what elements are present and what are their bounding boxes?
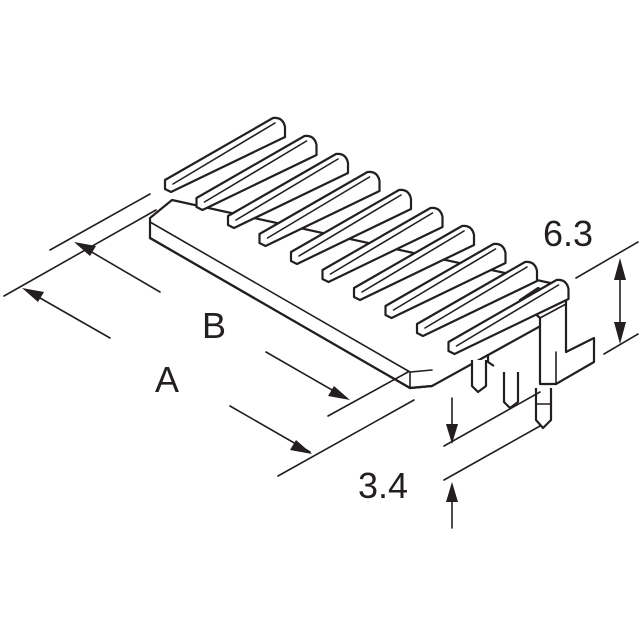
header-pin: [289, 188, 413, 266]
header-pin-row: [163, 116, 570, 356]
dimension-height-arrow-top: [614, 258, 626, 280]
header-pin: [384, 242, 507, 320]
dimension-b-arrow-left: [74, 242, 96, 256]
dimension-pin-length: 3.4: [358, 391, 541, 529]
dimension-a-arrow-right: [290, 440, 312, 454]
header-pin: [352, 224, 476, 302]
dimension-a: A: [3, 209, 415, 477]
header-pin: [226, 152, 350, 230]
dimension-a-arrow-left: [22, 288, 44, 302]
dimension-a-label: A: [155, 359, 179, 400]
dimension-height: 6.3: [543, 213, 639, 355]
header-pin: [415, 260, 539, 338]
header-pin: [447, 278, 570, 356]
dimension-pin-length-arrow-bottom: [446, 482, 458, 502]
dimension-b: B: [49, 193, 409, 417]
header-pin: [321, 206, 444, 284]
dimension-b-label: B: [202, 305, 226, 346]
dimension-pin-length-arrow-top: [446, 424, 458, 444]
header-pin: [258, 170, 381, 248]
dimension-b-arrow-right: [328, 386, 350, 400]
header-pin: [195, 134, 318, 212]
dimension-height-label: 6.3: [543, 213, 593, 254]
board-pins: [470, 354, 553, 430]
dimension-height-arrow-bottom: [614, 322, 626, 344]
header-pin: [163, 116, 287, 194]
dimension-pin-length-label: 3.4: [358, 465, 408, 506]
